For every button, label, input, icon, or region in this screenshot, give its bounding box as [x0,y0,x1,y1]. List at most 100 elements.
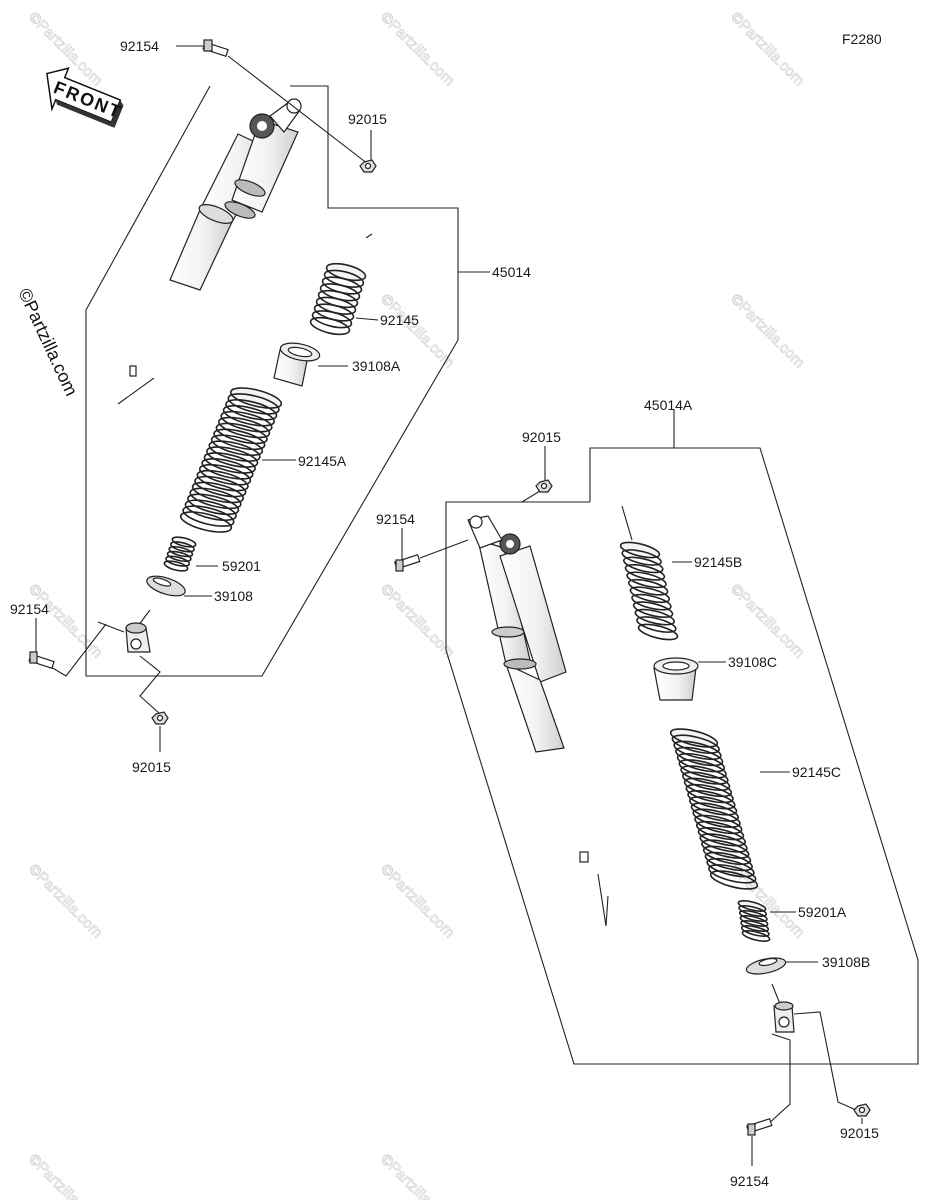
right-bottom-nut [853,1103,871,1124]
label-right-92015-bottom: 92015 [840,1125,879,1141]
label-left-39108: 39108 [214,588,253,604]
left-small-spring-coil [309,316,351,336]
label-right-39108B: 39108B [822,954,870,970]
watermark-text: ©Partzilla.com [727,9,808,90]
label-right-59201A: 59201A [798,904,847,920]
right-large-spring-coil [688,796,738,816]
right-small-spring-coil [637,623,679,641]
right-large-spring-coil [675,746,724,767]
left-shock-absorber [129,98,302,377]
label-left-92145A: 92145A [298,453,347,469]
right-retainer [745,957,787,975]
left-large-spring-coil [194,475,247,498]
left-large-spring-coil [215,422,268,445]
right-large-spring-coil [685,783,734,804]
right-large-spring-coil [687,790,736,810]
left-large-spring-coil [182,505,235,527]
figure-code: F2280 [842,31,882,47]
right-large-spring-coil [702,845,752,866]
watermark-text: ©Partzilla.com [25,861,106,942]
right-large-spring-coil [699,833,748,853]
left-large-spring-coil [198,463,252,486]
left-bump-stop-coil [165,555,191,567]
left-bump-stop-coil [169,541,195,553]
left-large-spring-coil [213,428,266,451]
right-large-spring-coil [697,827,746,847]
right-bump-stop-coil [738,905,768,917]
right-large-spring-coil [692,808,741,828]
label-right-92015-top: 92015 [522,429,561,445]
label-left-39108A: 39108A [352,358,401,374]
left-large-spring-coil [184,499,237,521]
left-bump-stop-coil [163,560,189,572]
left-retainer [146,575,186,597]
right-large-spring-coil [682,771,731,791]
left-top-nut [359,130,377,173]
left-bottom-nut [151,711,169,752]
left-large-spring-coil [229,387,283,409]
left-bottom-eyelet [45,609,161,715]
watermark-text: ©Partzilla.com [377,9,458,90]
right-large-spring-coil [680,765,729,785]
right-large-spring-coil [673,740,722,761]
left-large-spring-coil [187,493,240,516]
label-right-92154-top: 92154 [376,511,415,527]
right-large-spring-coil [676,752,726,773]
left-large-spring-coil [206,446,259,468]
right-shock-absorber [467,515,589,863]
watermark-text: ©Partzilla.com [377,1151,458,1200]
right-small-spring-coil [623,556,664,574]
left-shock-assembly: 92154 92015 92145 39108A 92145A 59201 [10,38,531,775]
right-small-spring-coil [624,563,666,581]
label-left-92015-top: 92015 [348,111,387,127]
right-large-spring-coil [690,802,740,822]
watermark-text: ©Partzilla.com [25,581,106,662]
right-bump-stop-coil [741,930,771,942]
label-left-92154-bottom: 92154 [10,601,49,617]
right-large-spring-coil [671,734,720,754]
left-large-spring-coil [191,481,245,504]
right-bottom-bolt [746,1118,773,1166]
right-large-spring-coil [695,820,745,841]
right-large-spring-coil [704,851,753,872]
label-left-92154-top: 92154 [120,38,159,54]
left-large-spring-coil [222,404,275,427]
right-small-spring-coil [632,601,674,619]
left-large-spring-coil [208,440,261,462]
right-large-spring-coil [706,857,755,878]
left-bump-stop-coil [166,550,192,563]
left-bump-stop-coil [168,545,194,558]
label-left-92015-bottom: 92015 [132,759,171,775]
label-right-92145C: 92145C [792,764,841,780]
right-small-spring-coil [629,586,671,604]
label-right-39108C: 39108C [728,654,777,670]
watermark-text: ©Partzilla.com [377,861,458,942]
right-large-spring-coil [708,864,757,884]
left-bump-stop [163,536,197,572]
right-top-nut [535,446,553,493]
right-large-spring-coil [669,728,719,748]
watermark-text: ©Partzilla.com [727,581,808,662]
right-large-spring-coil [701,839,750,859]
watermark-text: ©Partzilla.com [25,1151,106,1200]
left-spring-seat [273,342,321,387]
right-small-spring-coil [636,616,677,633]
label-left-92145: 92145 [380,312,419,328]
left-bottom-bolt [28,618,55,670]
label-right-92154-bottom: 92154 [730,1173,769,1189]
label-left-59201: 59201 [222,558,261,574]
label-right-92145B: 92145B [694,554,742,570]
right-small-spring-coil [631,593,672,611]
right-bump-stop-coil [740,920,770,932]
right-spring-seat [653,657,699,701]
right-shock-assembly: 92015 92154 92145B 39108C 92145C [376,397,919,1189]
left-large-spring-coil [227,393,280,415]
right-bump-stop [737,900,771,942]
left-large-spring-coil [225,399,278,421]
right-top-bolt [394,528,469,572]
copyright-watermark: ©Partzilla.com [14,285,81,399]
left-large-spring [179,387,283,533]
right-small-spring [619,541,679,641]
right-small-spring-coil [626,571,667,589]
left-large-spring-coil [210,434,264,457]
